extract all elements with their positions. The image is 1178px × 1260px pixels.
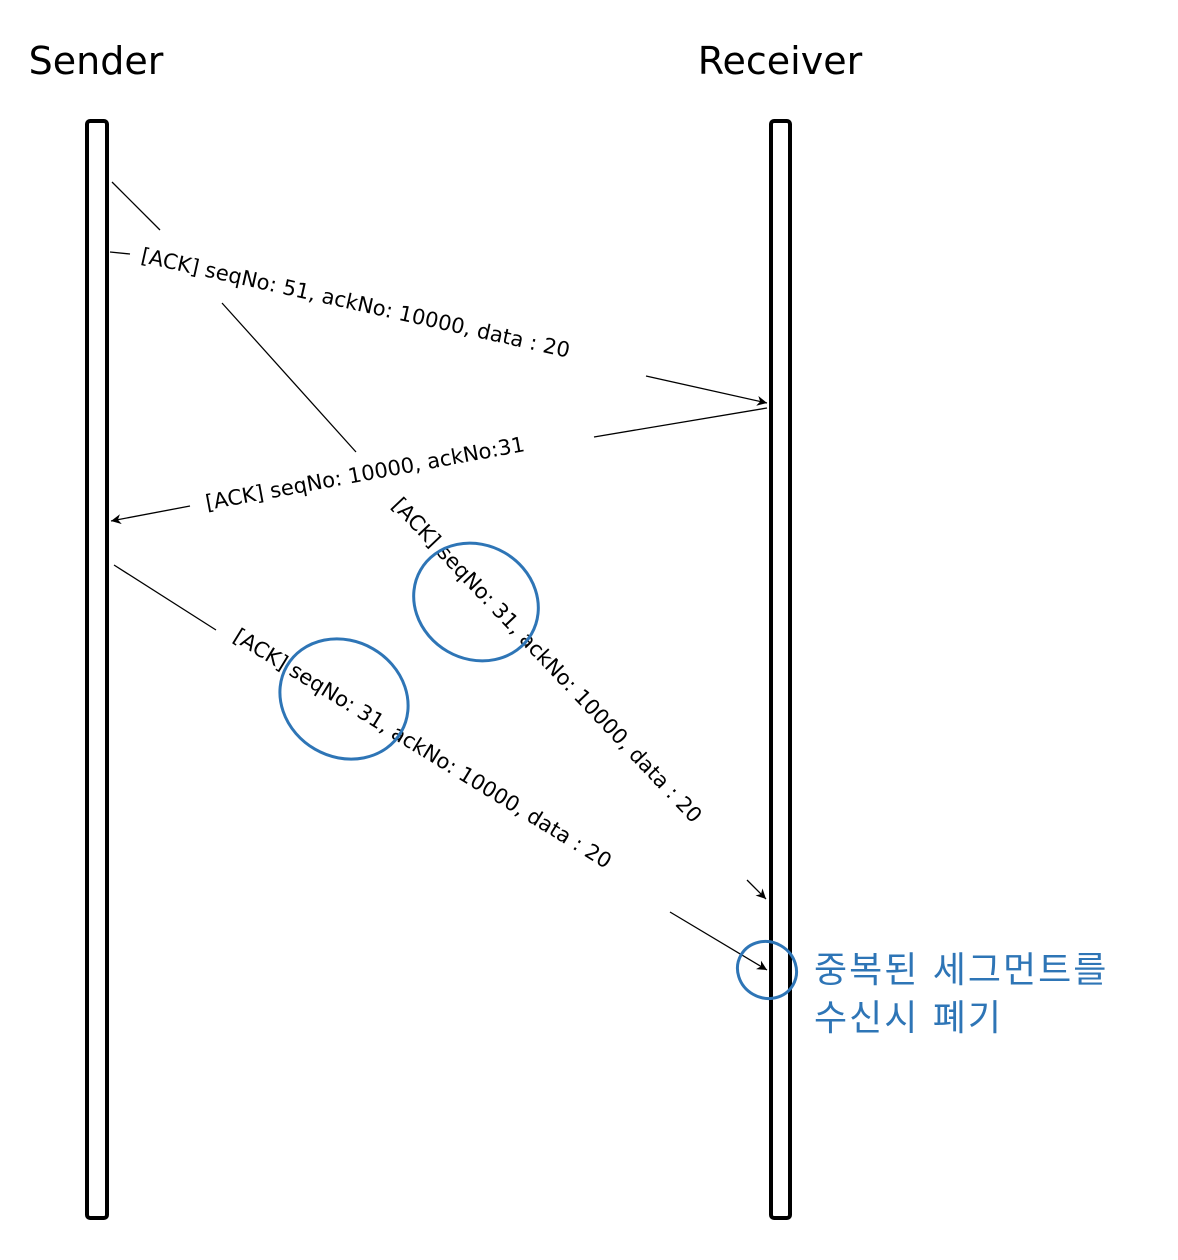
- message-4-arrow: [669, 911, 768, 971]
- message-3-label: [ACK] seqNo: 31, ackNo: 10000, data : 20: [387, 493, 706, 828]
- message-1-arrow: [645, 375, 768, 406]
- message-1: [ACK] seqNo: 51, ackNo: 10000, data : 20: [109, 243, 768, 406]
- highlight-circle-seqno-upper: [412, 541, 540, 663]
- message-2-arrow: [110, 505, 191, 525]
- receiver-lifeline: [769, 119, 792, 1220]
- message-3-line-segment-a: [111, 181, 161, 231]
- message-2: [ACK] seqNo: 10000, ackNo:31: [110, 407, 768, 525]
- message-3-arrow: [746, 879, 767, 900]
- message-1-label: [ACK] seqNo: 51, ackNo: 10000, data : 20: [139, 243, 572, 362]
- message-3-line-segment-b: [221, 302, 357, 453]
- message-4-line-segment: [113, 564, 217, 631]
- message-4: [ACK] seqNo: 31, ackNo: 10000, data : 20: [113, 564, 768, 971]
- sender-label: Sender: [29, 39, 164, 83]
- message-2-line-segment: [593, 407, 768, 438]
- message-2-label: [ACK] seqNo: 10000, ackNo:31: [204, 432, 527, 515]
- highlight-circle-seqno-lower: [278, 637, 410, 761]
- highlight-circle-discard: [735, 939, 799, 1001]
- message-1-line-segment: [109, 251, 131, 255]
- message-3: [ACK] seqNo: 31, ackNo: 10000, data : 20: [111, 181, 767, 900]
- sender-lifeline: [85, 119, 109, 1220]
- receiver-label: Receiver: [698, 39, 863, 83]
- note-line-2: 수신시 폐기: [814, 998, 1003, 1039]
- note-line-1: 중복된 세그먼트를: [814, 950, 1108, 991]
